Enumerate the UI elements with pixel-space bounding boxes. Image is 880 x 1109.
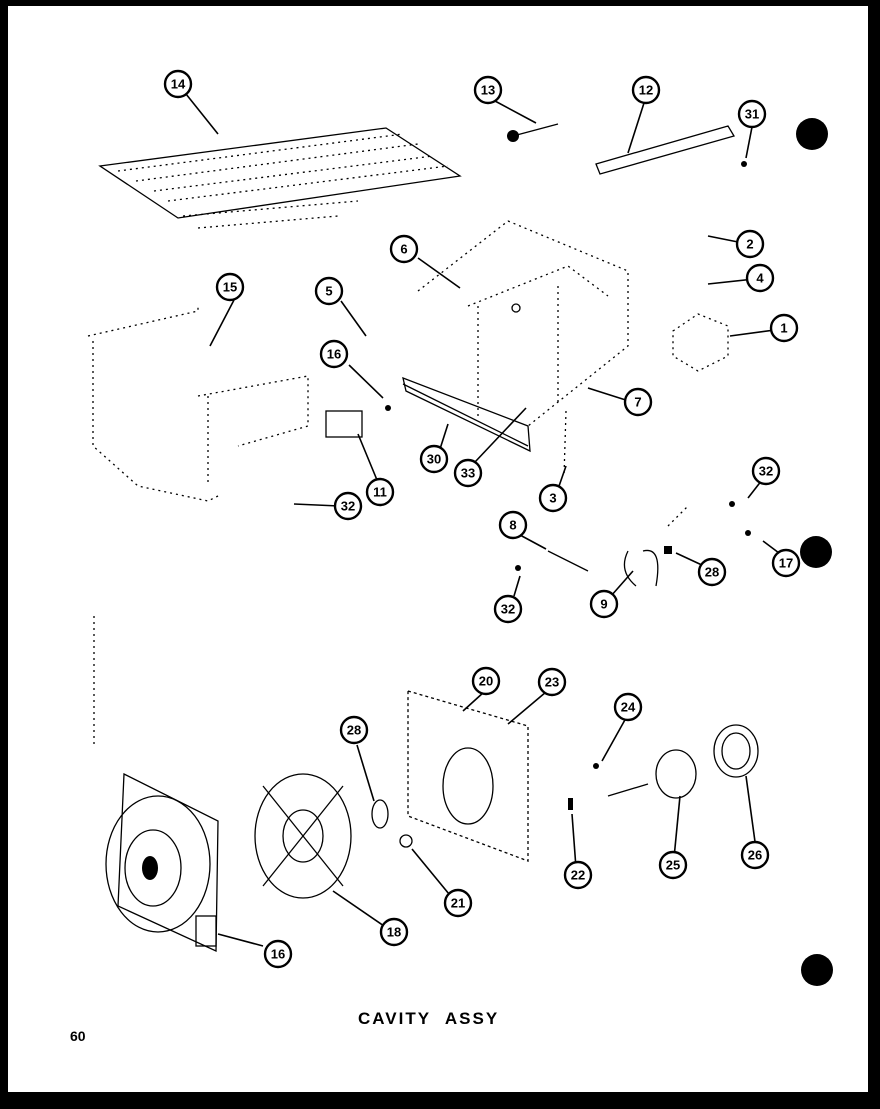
callout-24: 24	[613, 692, 643, 722]
part-hub-sketch	[371, 799, 389, 829]
svg-text:20: 20	[479, 674, 493, 689]
svg-text:4: 4	[756, 271, 764, 286]
page-number: 60	[70, 1028, 86, 1044]
svg-text:18: 18	[387, 925, 401, 940]
svg-text:28: 28	[347, 723, 361, 738]
part-terminal	[568, 798, 573, 810]
svg-text:23: 23	[545, 675, 559, 690]
svg-text:30: 30	[427, 452, 441, 467]
callout-22: 22	[563, 860, 593, 890]
part-block-sketch	[672, 313, 729, 372]
svg-text:16: 16	[271, 947, 285, 962]
callout-32-lower: 32	[493, 594, 523, 624]
svg-text:17: 17	[779, 556, 793, 571]
callout-13: 13	[473, 75, 503, 105]
callout-5: 5	[314, 276, 344, 306]
callout-1: 1	[769, 313, 799, 343]
svg-text:32: 32	[501, 602, 515, 617]
diagram-title: CAVITY ASSY	[358, 1009, 500, 1028]
callout-32-right: 32	[751, 456, 781, 486]
part-lamp-screw	[593, 763, 599, 769]
svg-text:15: 15	[223, 280, 237, 295]
callout-32-left: 32	[333, 491, 363, 521]
svg-text:28: 28	[705, 565, 719, 580]
part-plate-sketch	[407, 690, 529, 862]
svg-text:6: 6	[400, 242, 407, 257]
svg-text:12: 12	[639, 83, 653, 98]
binder-hole-middle	[800, 536, 832, 568]
callout-8: 8	[498, 510, 528, 540]
callout-17: 17	[771, 548, 801, 578]
svg-text:3: 3	[549, 491, 556, 506]
part-lamp-sketch	[607, 724, 759, 799]
callout-26: 26	[740, 840, 770, 870]
svg-text:9: 9	[600, 597, 607, 612]
callout-12: 12	[631, 75, 661, 105]
part-small-screw	[741, 161, 747, 167]
callout-28-upper: 28	[697, 557, 727, 587]
svg-text:32: 32	[341, 499, 355, 514]
svg-text:24: 24	[621, 700, 636, 715]
svg-text:16: 16	[327, 347, 341, 362]
svg-text:21: 21	[451, 896, 465, 911]
callout-23: 23	[537, 667, 567, 697]
callout-7: 7	[623, 387, 653, 417]
binder-hole-top	[796, 118, 828, 150]
callout-28-lower: 28	[339, 715, 369, 745]
part-rod-sketch	[563, 410, 567, 477]
parts-diagram-page: 14 13 12 31 2 4 1 6 5 15 16 7 30 33 3 11…	[8, 6, 868, 1092]
svg-text:2: 2	[746, 237, 753, 252]
part-blower-housing-sketch	[105, 772, 219, 953]
callout-9: 9	[589, 589, 619, 619]
svg-text:5: 5	[325, 284, 332, 299]
svg-text:22: 22	[571, 868, 585, 883]
callout-6: 6	[389, 234, 419, 264]
callout-31: 31	[737, 99, 767, 129]
callout-30: 30	[419, 444, 449, 474]
svg-text:31: 31	[745, 107, 759, 122]
svg-text:25: 25	[666, 858, 680, 873]
callout-18: 18	[379, 917, 409, 947]
exploded-parts-diagram: 14 13 12 31 2 4 1 6 5 15 16 7 30 33 3 11…	[87, 69, 801, 969]
svg-text:32: 32	[759, 464, 773, 479]
part-screw-sketch	[507, 123, 559, 142]
binder-hole-bottom	[801, 954, 833, 986]
part-rack-sketch	[98, 127, 462, 229]
callout-33: 33	[453, 458, 483, 488]
callout-16-upper: 16	[319, 339, 349, 369]
part-latch-sketch	[515, 501, 751, 587]
svg-text:7: 7	[634, 395, 641, 410]
callout-14: 14	[163, 69, 193, 99]
part-cavity-sketch	[402, 220, 629, 453]
svg-text:8: 8	[509, 518, 516, 533]
callout-21: 21	[443, 888, 473, 918]
part-switch-sketch	[325, 405, 391, 438]
svg-text:33: 33	[461, 466, 475, 481]
callout-25: 25	[658, 850, 688, 880]
callout-15: 15	[215, 272, 245, 302]
callout-16-lower: 16	[263, 939, 293, 969]
svg-text:14: 14	[171, 77, 186, 92]
callout-3: 3	[538, 483, 568, 513]
part-washer-sketch	[399, 834, 413, 848]
svg-text:13: 13	[481, 83, 495, 98]
part-fan-blade-sketch	[254, 773, 352, 899]
part-duct-sketch	[87, 306, 309, 502]
callout-11: 11	[365, 477, 395, 507]
callout-2: 2	[735, 229, 765, 259]
svg-text:26: 26	[748, 848, 762, 863]
part-strip-sketch	[595, 125, 735, 175]
svg-text:1: 1	[780, 321, 787, 336]
callout-4: 4	[745, 263, 775, 293]
svg-text:11: 11	[373, 485, 387, 500]
callout-20: 20	[471, 666, 501, 696]
